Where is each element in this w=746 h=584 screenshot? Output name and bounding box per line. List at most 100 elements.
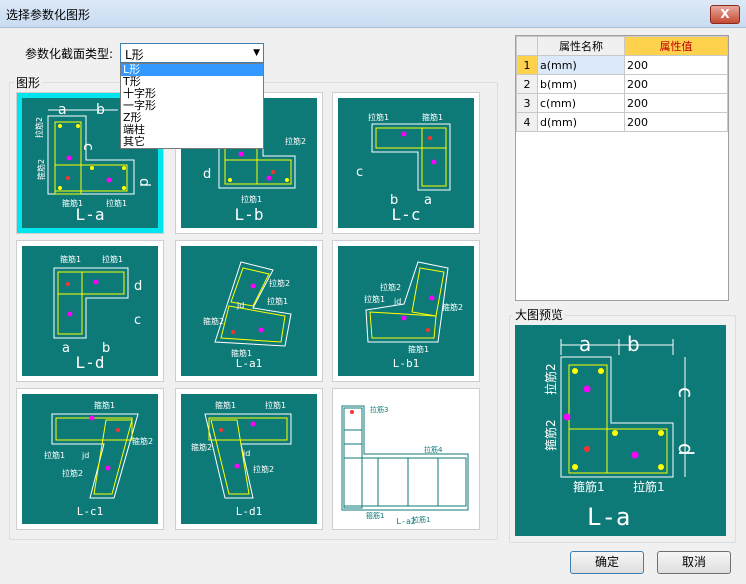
- svg-text:拉筋1: 拉筋1: [364, 294, 385, 304]
- property-name: a(mm): [537, 55, 625, 75]
- svg-text:拉筋2: 拉筋2: [269, 278, 290, 288]
- row-number: 1: [516, 55, 538, 75]
- table-row[interactable]: 3 c(mm) 200: [516, 93, 728, 113]
- title-bar: 选择参数化图形 X: [0, 0, 746, 28]
- cancel-button[interactable]: 取消: [657, 551, 731, 574]
- svg-text:箍筋1: 箍筋1: [215, 400, 236, 410]
- dropdown-option-z[interactable]: Z形: [123, 111, 142, 124]
- svg-text:箍筋1: 箍筋1: [366, 511, 384, 520]
- shapes-group-label: 图形: [14, 74, 43, 91]
- thumb-caption: L-a: [75, 205, 105, 224]
- svg-text:b: b: [390, 193, 398, 208]
- preview-group-label: 大图预览: [513, 306, 566, 323]
- svg-text:a: a: [579, 332, 591, 356]
- svg-text:箍筋1: 箍筋1: [408, 344, 429, 354]
- property-grid: 属性名称 属性值 1 a(mm) 200 2 b(mm) 200 3 c(mm)…: [515, 35, 729, 301]
- property-value[interactable]: 200: [624, 74, 728, 94]
- property-name-header: 属性名称: [537, 36, 625, 56]
- preview-group: [509, 315, 736, 543]
- svg-text:拉筋1: 拉筋1: [106, 198, 127, 208]
- preview-drawing: a b c d 拉筋2 箍筋2 箍筋1 拉筋1 L-a: [543, 332, 698, 531]
- property-name: b(mm): [537, 74, 625, 94]
- l-d1-drawing: 箍筋1 拉筋1 箍筋2 jd 拉筋2: [191, 400, 292, 499]
- svg-text:拉筋1: 拉筋1: [102, 254, 123, 264]
- svg-text:拉筋2: 拉筋2: [34, 117, 44, 138]
- svg-text:拉筋2: 拉筋2: [285, 136, 306, 146]
- svg-text:箍筋2: 箍筋2: [442, 302, 463, 312]
- svg-text:jd: jd: [393, 297, 401, 306]
- dropdown-option-line[interactable]: 一字形: [123, 99, 156, 112]
- svg-text:a: a: [58, 102, 67, 118]
- thumb-caption: L-c: [391, 205, 421, 224]
- svg-text:jd: jd: [242, 449, 250, 458]
- svg-text:d: d: [136, 178, 152, 187]
- thumb-l-b1[interactable]: 拉筋2 jd 拉筋1 箍筋2 箍筋1 L-b1: [332, 240, 480, 382]
- property-value[interactable]: 200: [624, 93, 728, 113]
- preview-image: a b c d 拉筋2 箍筋2 箍筋1 拉筋1 L-a: [515, 325, 726, 536]
- svg-text:箍筋1: 箍筋1: [60, 254, 81, 264]
- thumb-caption: L-b: [234, 205, 264, 224]
- svg-text:箍筋1: 箍筋1: [573, 479, 605, 494]
- property-value[interactable]: 200: [624, 55, 728, 75]
- thumb-l-d1[interactable]: 箍筋1 拉筋1 箍筋2 jd 拉筋2 L-d1: [175, 388, 323, 530]
- svg-text:箍筋2: 箍筋2: [132, 436, 153, 446]
- thumb-caption: L-c1: [76, 505, 104, 518]
- row-number-header: [516, 36, 538, 56]
- table-row[interactable]: 2 b(mm) 200: [516, 74, 728, 94]
- svg-text:拉筋1: 拉筋1: [267, 296, 288, 306]
- svg-text:d: d: [674, 443, 698, 456]
- svg-text:箍筋2: 箍筋2: [191, 442, 212, 452]
- property-name: d(mm): [537, 112, 625, 132]
- l-b1-drawing: 拉筋2 jd 拉筋1 箍筋2 箍筋1: [364, 261, 463, 354]
- svg-text:箍筋1: 箍筋1: [231, 348, 252, 358]
- close-button[interactable]: X: [710, 5, 740, 24]
- window-title: 选择参数化图形: [6, 8, 91, 22]
- svg-text:拉筋1: 拉筋1: [412, 515, 430, 524]
- thumb-l-a2[interactable]: 拉筋3 拉筋4 拉筋1 箍筋1 L-a2: [332, 388, 480, 530]
- property-table-header: 属性名称 属性值: [516, 36, 728, 56]
- row-number: 2: [516, 74, 538, 94]
- thumb-caption: L-a1: [235, 357, 263, 370]
- svg-text:jd: jd: [236, 301, 244, 310]
- table-row[interactable]: 1 a(mm) 200: [516, 55, 728, 75]
- svg-text:箍筋2: 箍筋2: [36, 159, 46, 180]
- svg-text:拉筋1: 拉筋1: [633, 479, 665, 494]
- svg-text:c: c: [134, 313, 141, 328]
- svg-text:拉筋2: 拉筋2: [543, 363, 558, 395]
- table-row[interactable]: 4 d(mm) 200: [516, 112, 728, 132]
- l-a-drawing: a b c d 拉筋2 箍筋2 箍筋1 拉筋1: [34, 102, 152, 208]
- thumb-l-a1[interactable]: 拉筋2 jd 拉筋1 箍筋2 箍筋1 L-a1: [175, 240, 323, 382]
- dropdown-option-l[interactable]: L形: [121, 64, 263, 76]
- svg-text:jd: jd: [81, 451, 89, 460]
- property-name: c(mm): [537, 93, 625, 113]
- l-a2-drawing: 拉筋3 拉筋4 拉筋1 箍筋1: [341, 405, 469, 524]
- thumb-l-d[interactable]: 箍筋1 拉筋1 d c a b L-d: [16, 240, 164, 382]
- svg-text:拉筋2: 拉筋2: [62, 468, 83, 478]
- property-table: 属性名称 属性值 1 a(mm) 200 2 b(mm) 200 3 c(mm)…: [516, 36, 728, 132]
- dropdown-option-cross[interactable]: 十字形: [123, 87, 156, 100]
- property-value-header: 属性值: [624, 36, 728, 56]
- svg-text:箍筋2: 箍筋2: [543, 419, 558, 451]
- thumb-caption: L-a2: [396, 517, 416, 526]
- thumb-l-c1[interactable]: 箍筋1 拉筋1 jd 拉筋2 箍筋2 L-c1: [16, 388, 164, 530]
- section-type-select[interactable]: L形 ▼: [120, 43, 264, 63]
- svg-text:b: b: [96, 102, 105, 118]
- chevron-down-icon[interactable]: ▼: [253, 48, 260, 58]
- section-type-label: 参数化截面类型:: [25, 47, 114, 61]
- svg-text:b: b: [627, 332, 640, 356]
- property-value[interactable]: 200: [624, 112, 728, 132]
- dropdown-option-end-column[interactable]: 端柱: [123, 123, 145, 136]
- svg-text:拉筋2: 拉筋2: [380, 282, 401, 292]
- l-c1-drawing: 箍筋1 拉筋1 jd 拉筋2 箍筋2: [44, 400, 153, 499]
- dropdown-option-t[interactable]: T形: [123, 75, 141, 88]
- svg-text:箍筋2: 箍筋2: [203, 316, 224, 326]
- dropdown-option-other[interactable]: 其它: [123, 135, 145, 148]
- ok-button[interactable]: 确定: [570, 551, 644, 574]
- svg-text:拉筋3: 拉筋3: [370, 405, 388, 414]
- row-number: 4: [516, 112, 538, 132]
- svg-text:箍筋1: 箍筋1: [62, 198, 83, 208]
- svg-text:a: a: [62, 341, 70, 356]
- svg-text:拉筋1: 拉筋1: [265, 400, 286, 410]
- section-type-dropdown: L形 T形 十字形 一字形 Z形 端柱 其它: [120, 63, 264, 149]
- thumb-l-c[interactable]: 拉筋1 箍筋1 c b a L-c: [332, 92, 480, 234]
